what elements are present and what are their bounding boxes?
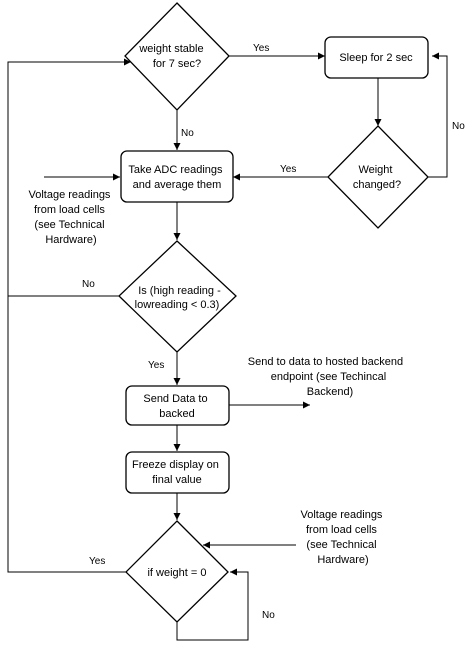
edge-range-no-loop [7, 58, 131, 297]
decision-range-check [118, 240, 237, 353]
note-voltage-bottom: Voltage readings from load cells (see Te… [300, 509, 385, 566]
decision-weight-changed [327, 125, 429, 229]
process-send-data [125, 385, 230, 426]
edge-zero-no-loop [176, 568, 249, 641]
decision-if-weight-zero [125, 520, 229, 623]
note-voltage-top: Voltage readings from load cells (see Te… [28, 189, 113, 246]
label-range-no: No [82, 279, 95, 290]
label-changed-no: No [452, 121, 465, 132]
weight-changed-text: Weight changed? [353, 164, 401, 191]
label-range-yes: Yes [148, 360, 164, 371]
label-zero-yes: Yes [89, 556, 105, 567]
decision-weight-stable [124, 2, 230, 111]
label-zero-no: No [262, 610, 275, 621]
sleep-text: Sleep for 2 sec [339, 52, 413, 64]
freeze-text: Freeze display on final value [132, 459, 222, 486]
if-weight-zero-text: if weight = 0 [147, 567, 206, 579]
note-send-backend: Send to data to hosted backend endpoint … [248, 356, 406, 398]
label-stable-yes: Yes [253, 43, 269, 54]
edge-changed-no-loop [428, 52, 448, 178]
label-stable-no: No [181, 128, 194, 139]
take-adc-text: Take ADC readings and average them [128, 164, 225, 191]
edge-zero-yes-loop [7, 296, 127, 573]
process-sleep [324, 36, 429, 79]
label-changed-yes: Yes [280, 164, 296, 175]
send-data-text: Send Data to backed [143, 393, 210, 420]
process-take-adc [120, 150, 234, 203]
weight-stable-text: weight stable for 7 sec? [138, 43, 206, 70]
range-check-text: Is (high reading - lowreading < 0.3) [135, 285, 224, 311]
process-freeze-display [125, 451, 230, 494]
